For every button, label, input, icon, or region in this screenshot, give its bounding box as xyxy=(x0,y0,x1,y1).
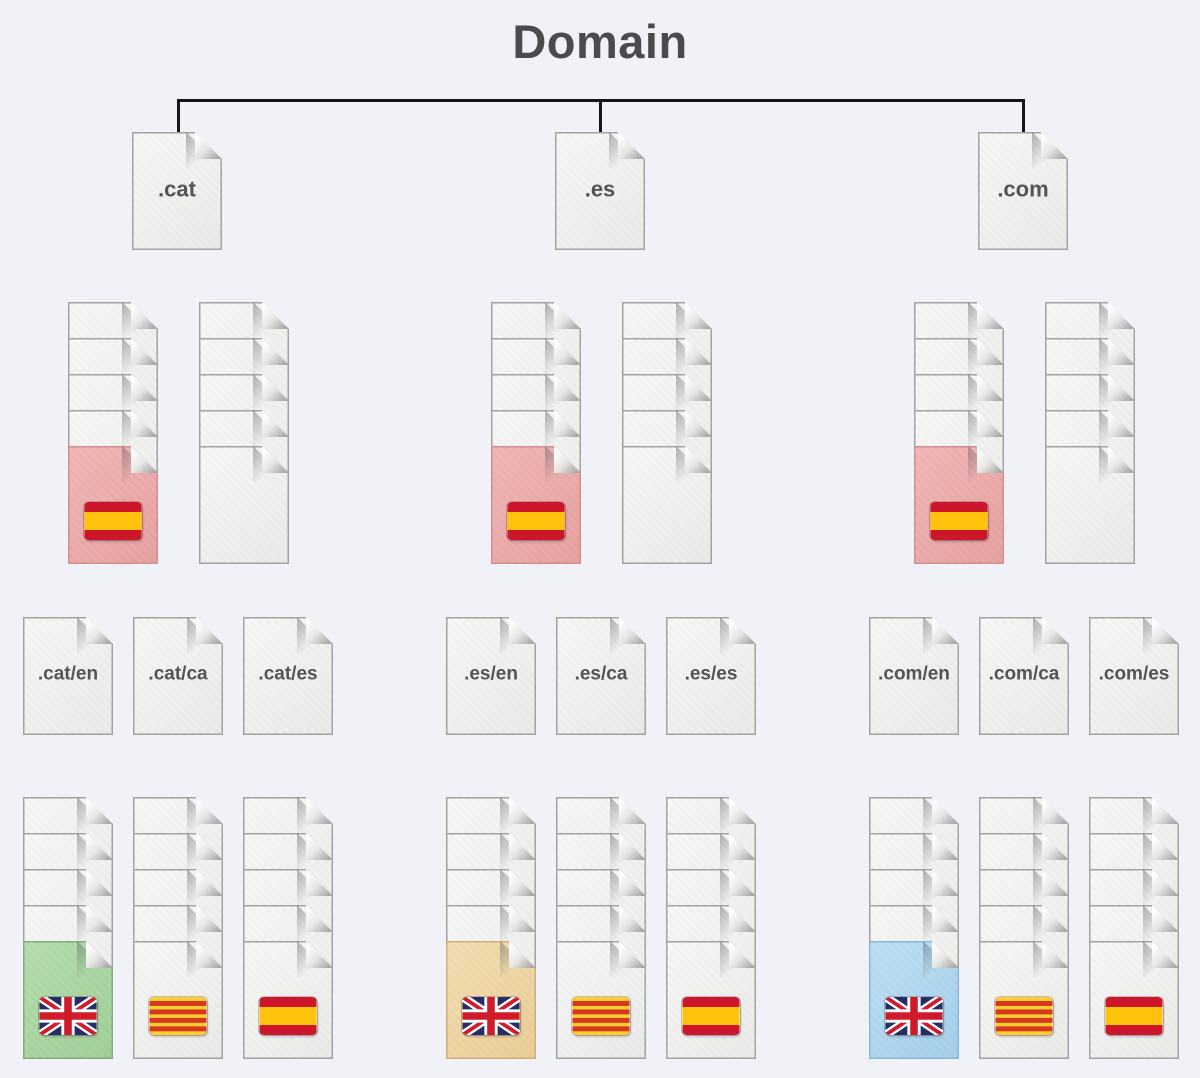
page-doc-cat-ca-label: .cat/ca xyxy=(148,663,208,685)
page-doc-cat-ca: .cat/ca xyxy=(133,617,223,735)
highlight-doc-spanish xyxy=(491,446,581,564)
spain-flag-icon xyxy=(682,997,740,1035)
page-doc-cat-en-label: .cat/en xyxy=(37,663,99,685)
highlight-doc-spanish xyxy=(666,941,756,1059)
page-doc-es-es-label: .es/es xyxy=(684,663,738,685)
language-stack-com-catalan xyxy=(979,797,1069,1061)
highlight-doc-english xyxy=(23,941,113,1059)
page-doc-cat-es-label: .cat/es xyxy=(258,663,318,685)
catalonia-flag-icon xyxy=(149,997,207,1035)
language-stack-cat-english xyxy=(23,797,113,1061)
page-doc-es-es: .es/es xyxy=(666,617,756,735)
page-doc-es-en-label: .es/en xyxy=(464,663,518,685)
spain-flag-icon xyxy=(930,502,988,540)
highlight-doc-catalan xyxy=(133,941,223,1059)
spain-flag-icon xyxy=(259,997,317,1035)
page-doc-es-ca: .es/ca xyxy=(556,617,646,735)
language-stack-com-spanish xyxy=(1089,797,1179,1061)
highlight-doc-spanish xyxy=(68,446,158,564)
page-doc-es-en: .es/en xyxy=(446,617,536,735)
section-es: .es .es/en .es/ca .es/es xyxy=(446,0,756,1078)
tree-connector-drop-es xyxy=(599,99,602,133)
page-doc-cat-en: .cat/en xyxy=(23,617,113,735)
source-stack-com-plain xyxy=(1045,302,1135,566)
highlight-doc-spanish xyxy=(1089,941,1179,1059)
language-stack-cat-catalan xyxy=(133,797,223,1061)
tree-connector-drop-cat xyxy=(177,99,180,133)
page-doc-com-es-label: .com/es xyxy=(1098,663,1170,685)
highlight-doc-english xyxy=(446,941,536,1059)
highlight-doc-catalan xyxy=(979,941,1069,1059)
spain-flag-icon xyxy=(84,502,142,540)
source-stack-es-spanish xyxy=(491,302,581,566)
domain-doc-com-label: .com xyxy=(997,176,1049,202)
highlight-doc-english xyxy=(869,941,959,1059)
page-doc-com-es: .com/es xyxy=(1089,617,1179,735)
language-stack-es-catalan xyxy=(556,797,646,1061)
domain-doc-com: .com xyxy=(978,132,1068,250)
page-doc-com-en-label: .com/en xyxy=(878,663,950,685)
uk-flag-icon xyxy=(885,997,943,1035)
source-stack-es-plain xyxy=(622,302,712,566)
tree-connector-drop-com xyxy=(1022,99,1025,133)
highlight-doc-catalan xyxy=(556,941,646,1059)
domain-doc-cat: .cat xyxy=(132,132,222,250)
document-icon xyxy=(199,446,289,564)
uk-flag-icon xyxy=(39,997,97,1035)
catalonia-flag-icon xyxy=(995,997,1053,1035)
section-com: .com .com/en .com/ca .com/es xyxy=(869,0,1179,1078)
language-stack-cat-spanish xyxy=(243,797,333,1061)
language-stack-es-spanish xyxy=(666,797,756,1061)
domain-doc-cat-label: .cat xyxy=(158,176,196,202)
page-doc-cat-es: .cat/es xyxy=(243,617,333,735)
section-cat: .cat .cat/en .cat/ca .cat/es xyxy=(23,0,333,1078)
language-stack-com-english xyxy=(869,797,959,1061)
source-stack-com-spanish xyxy=(914,302,1004,566)
domain-doc-es-label: .es xyxy=(584,176,616,202)
source-stack-cat-spanish xyxy=(68,302,158,566)
document-icon xyxy=(622,446,712,564)
spain-flag-icon xyxy=(1105,997,1163,1035)
highlight-doc-spanish xyxy=(914,446,1004,564)
spain-flag-icon xyxy=(507,502,565,540)
page-doc-com-ca-label: .com/ca xyxy=(988,663,1060,685)
catalonia-flag-icon xyxy=(572,997,630,1035)
source-stack-cat-plain xyxy=(199,302,289,566)
uk-flag-icon xyxy=(462,997,520,1035)
page-doc-com-en: .com/en xyxy=(869,617,959,735)
document-icon xyxy=(1045,446,1135,564)
domain-doc-es: .es xyxy=(555,132,645,250)
diagram-title: Domain xyxy=(512,15,688,68)
highlight-doc-spanish xyxy=(243,941,333,1059)
language-stack-es-english xyxy=(446,797,536,1061)
page-doc-com-ca: .com/ca xyxy=(979,617,1069,735)
page-doc-es-ca-label: .es/ca xyxy=(574,663,628,685)
